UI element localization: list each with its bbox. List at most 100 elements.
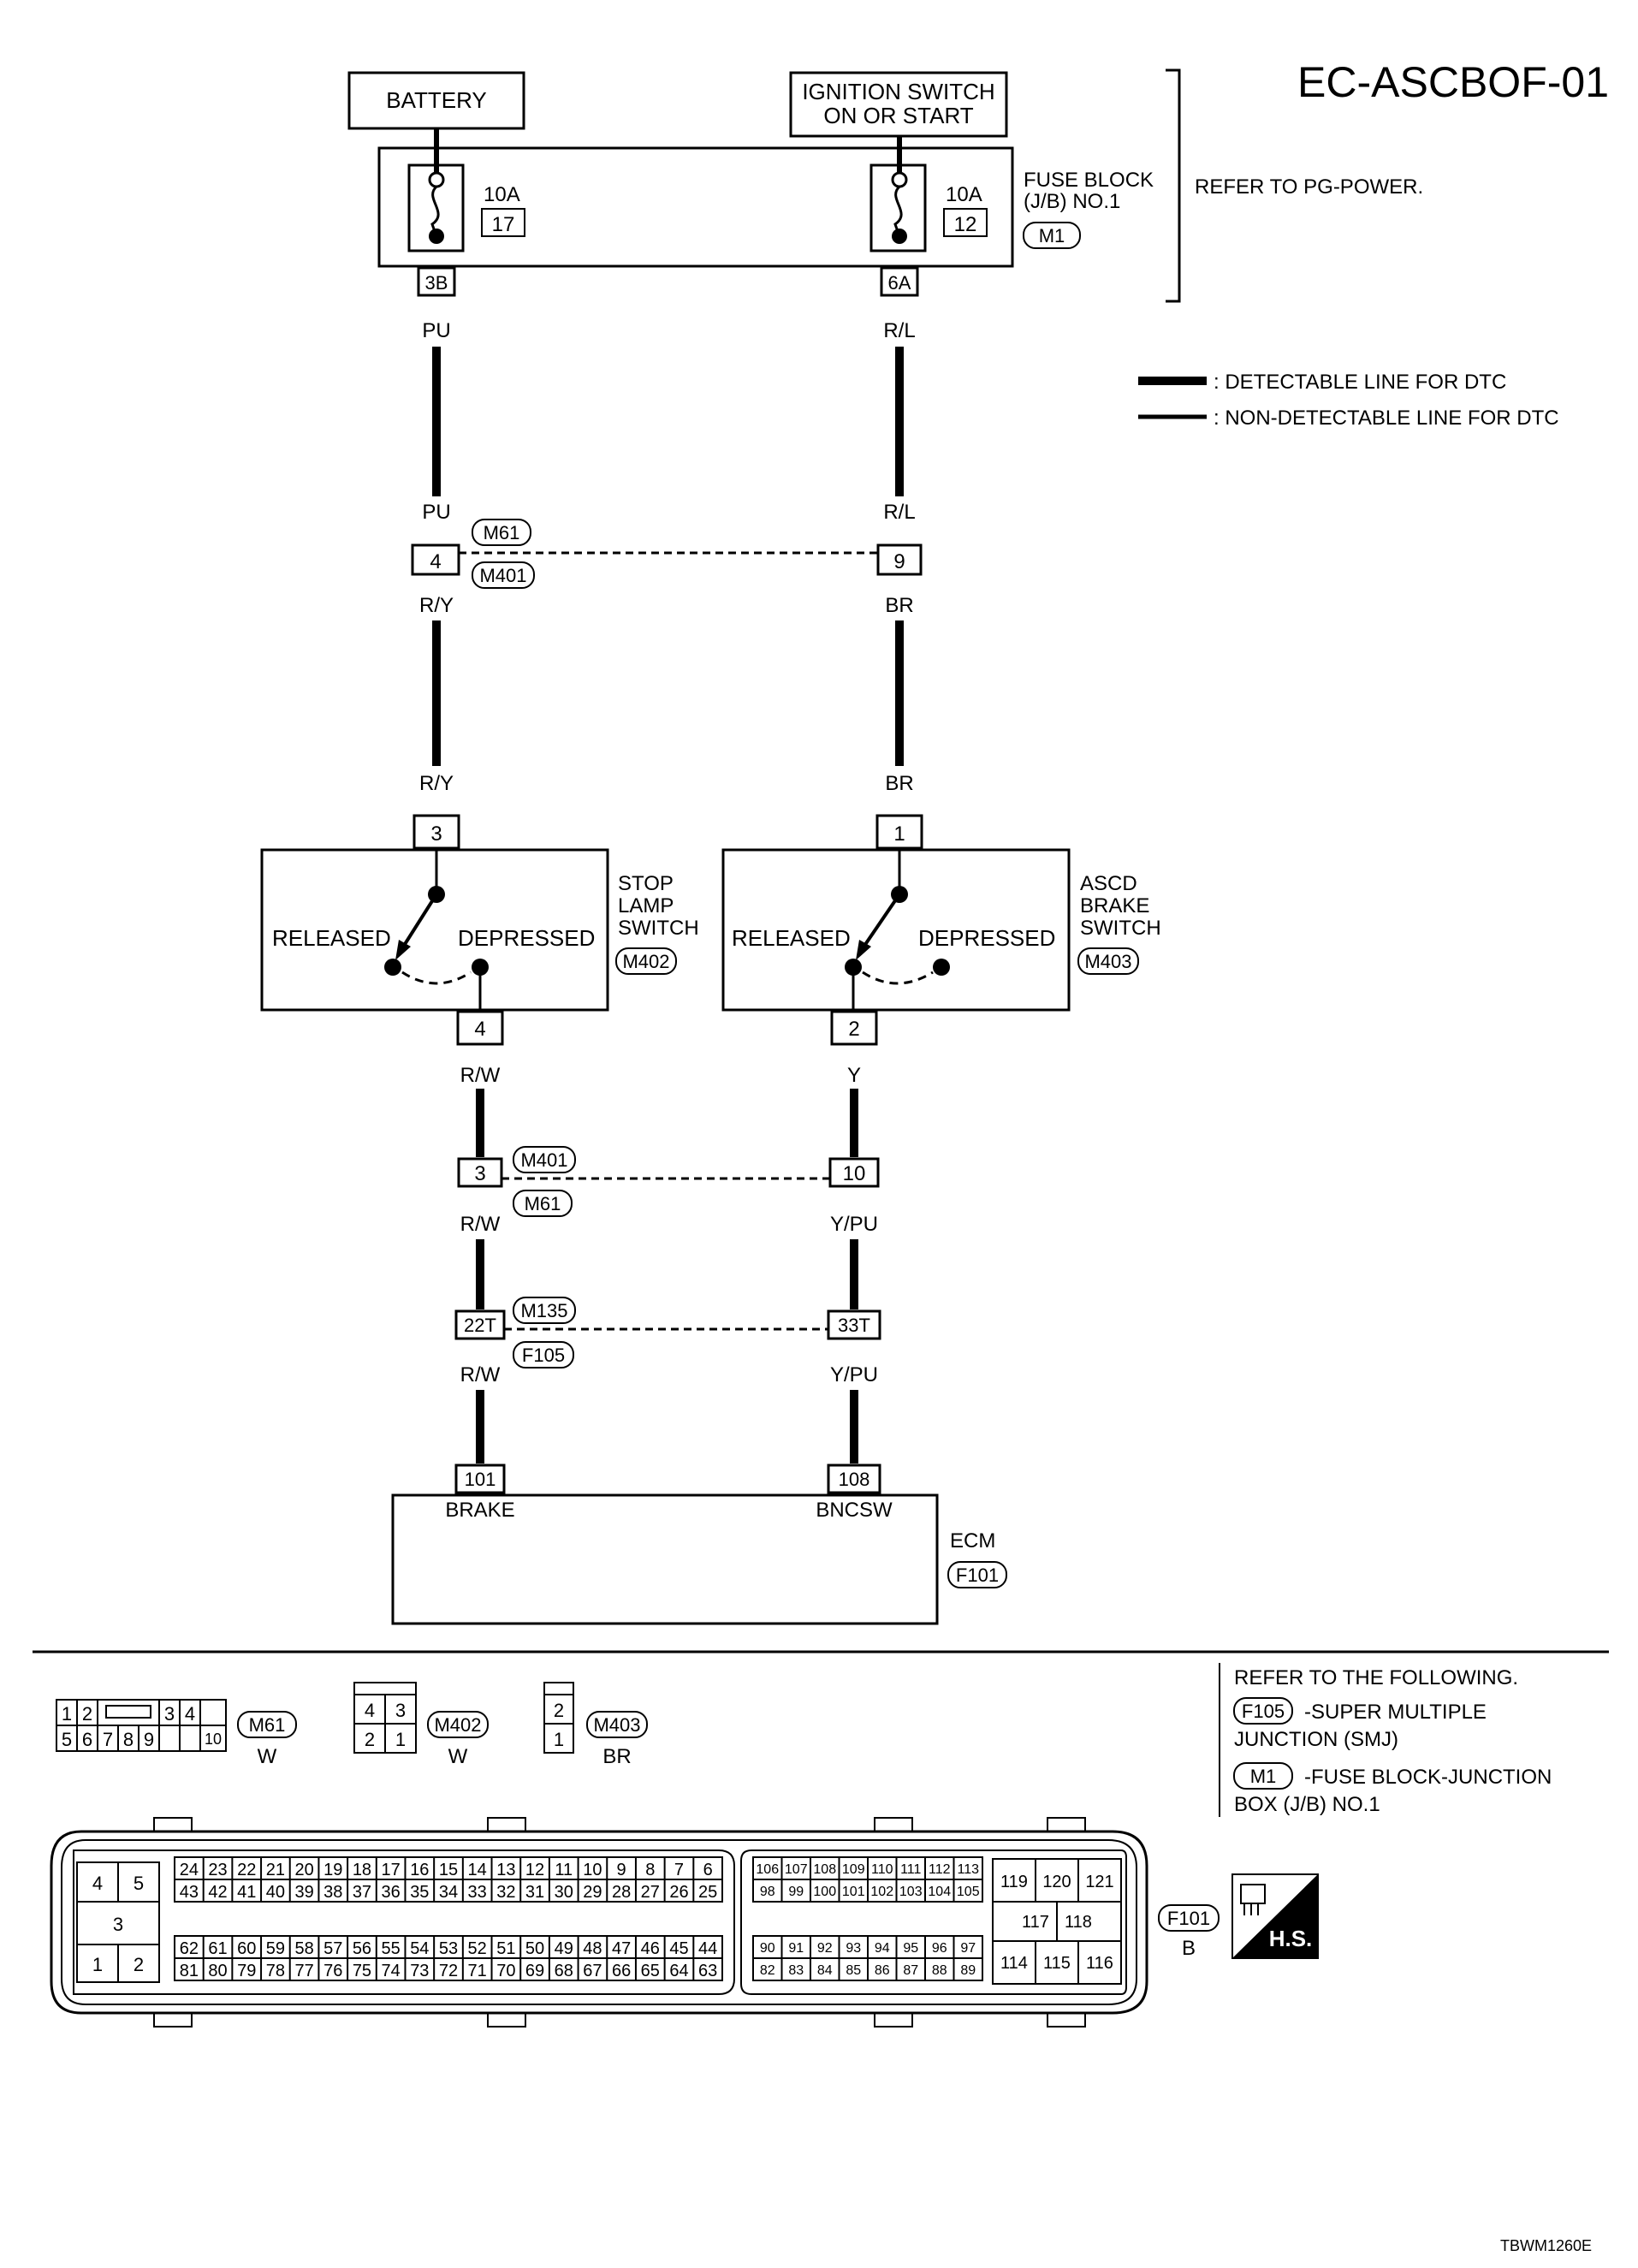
f101-pin: 92 (817, 1941, 833, 1956)
f101-pin: 18 (353, 1861, 371, 1879)
f101-pin: 77 (294, 1962, 313, 1980)
pin-3b: 3B (425, 272, 448, 294)
f101-pin: 64 (669, 1962, 688, 1980)
svg-text:121: 121 (1085, 1873, 1113, 1891)
wire-pu-top: PU (422, 319, 450, 342)
diagram-title: EC-ASCBOF-01 (1297, 58, 1609, 106)
f101-pin: 72 (439, 1962, 458, 1980)
refer-following: REFER TO THE FOLLOWING. (1234, 1666, 1518, 1689)
f101-pin: 60 (237, 1939, 256, 1958)
m403-pinout-tag: M403 (593, 1714, 640, 1736)
m402-pinout-tag: M402 (434, 1714, 481, 1736)
ecm-label: ECM (950, 1529, 995, 1553)
f101-pin: 40 (266, 1883, 285, 1902)
m403-color: BR (602, 1745, 631, 1768)
wire-br-top: BR (885, 594, 913, 617)
connector-m61-tag-2: M61 (525, 1193, 561, 1214)
f101-pin: 9 (617, 1861, 626, 1879)
fuse-block-box (377, 146, 1014, 268)
f101-pin: 27 (641, 1883, 660, 1902)
f101-pin: 28 (612, 1883, 631, 1902)
refer-m1-tag: M1 (1250, 1766, 1277, 1787)
f101-pin: 7 (674, 1861, 684, 1879)
f101-pin: 19 (323, 1861, 342, 1879)
svg-text:3: 3 (395, 1700, 406, 1721)
wire-pu-bottom: PU (422, 501, 450, 524)
refer-pg-power: REFER TO PG-POWER. (1195, 175, 1423, 199)
m402-pinout: 4 3 2 1 (353, 1682, 417, 1754)
connector-m61-tag-1: M61 (484, 522, 520, 543)
svg-text:114: 114 (1000, 1954, 1028, 1973)
f101-pin: 25 (698, 1883, 717, 1902)
f101-pin: 106 (756, 1862, 779, 1877)
wire-ry-top: R/Y (419, 594, 454, 617)
pin-2-ascd: 2 (848, 1018, 859, 1041)
stop-lamp-label-1: STOP (618, 872, 674, 895)
f101-pin: 101 (842, 1885, 865, 1899)
m402-color: W (448, 1745, 468, 1768)
f101-pin: 75 (353, 1962, 371, 1980)
svg-text:117: 117 (1022, 1913, 1049, 1932)
wire-ypu-2: Y/PU (830, 1363, 878, 1386)
pin-10-m401: 10 (843, 1162, 866, 1185)
f101-pin: 113 (957, 1862, 979, 1877)
f101-pin: 41 (237, 1883, 256, 1902)
f101-pin: 13 (496, 1861, 515, 1879)
ecm-box (391, 1493, 939, 1625)
m61-pinout-tag: M61 (249, 1714, 286, 1736)
wire-ry-bottom: R/Y (419, 772, 454, 795)
f101-pin: 89 (960, 1963, 976, 1978)
f101-pin: 69 (525, 1962, 544, 1980)
f101-pin: 93 (846, 1941, 861, 1956)
svg-text:1: 1 (395, 1729, 406, 1750)
svg-text:5: 5 (134, 1873, 144, 1894)
f101-pinout-tag: F101 (1167, 1908, 1210, 1929)
svg-text:1: 1 (554, 1729, 564, 1750)
f101-pin: 58 (294, 1939, 313, 1958)
pin-3-m401: 3 (474, 1162, 485, 1185)
connector-m401-tag-1: M401 (479, 565, 526, 586)
f101-pin: 14 (468, 1861, 487, 1879)
f101-pin: 47 (612, 1939, 631, 1958)
connector-m135-tag: M135 (520, 1300, 567, 1321)
f101-pin: 42 (208, 1883, 227, 1902)
legend-detectable: : DETECTABLE LINE FOR DTC (1214, 371, 1506, 394)
f101-pin: 46 (641, 1939, 660, 1958)
f101-pin: 84 (817, 1963, 833, 1978)
svg-text:3: 3 (164, 1703, 175, 1725)
f101-pin: 108 (813, 1862, 836, 1877)
pin-22t: 22T (464, 1315, 496, 1336)
svg-text:1: 1 (62, 1703, 72, 1725)
f101-pin: 16 (410, 1861, 429, 1879)
fuse-block-label-2: (J/B) NO.1 (1024, 190, 1120, 213)
legend-non-detectable: : NON-DETECTABLE LINE FOR DTC (1214, 407, 1559, 430)
ascd-label-2: BRAKE (1080, 894, 1149, 917)
f101-pin: 15 (439, 1861, 458, 1879)
f101-pin: 76 (323, 1962, 342, 1980)
fuse-left (407, 163, 465, 252)
connector-m403-tag: M403 (1084, 951, 1131, 972)
svg-text:120: 120 (1042, 1873, 1071, 1891)
f101-pin: 45 (669, 1939, 688, 1958)
svg-text:3: 3 (113, 1914, 123, 1935)
f101-pin: 52 (468, 1939, 487, 1958)
f101-pin: 105 (957, 1885, 980, 1899)
f101-pin: 71 (468, 1962, 487, 1980)
svg-text:2: 2 (134, 1954, 144, 1975)
wire-rw-1: R/W (460, 1064, 501, 1087)
ascd-depressed-label: DEPRESSED (918, 925, 1055, 951)
f101-pin: 100 (813, 1885, 836, 1899)
connector-m402-tag: M402 (622, 951, 669, 972)
svg-text:2: 2 (82, 1703, 92, 1725)
f101-pin: 95 (903, 1941, 918, 1956)
fuse-right-amp: 10A (946, 183, 982, 206)
ascd-label-3: SWITCH (1080, 917, 1161, 940)
svg-text:116: 116 (1086, 1954, 1113, 1973)
svg-text:9: 9 (144, 1729, 154, 1750)
f101-pin: 23 (208, 1861, 227, 1879)
ignition-label-2: ON OR START (823, 103, 973, 128)
f101-pin: 81 (180, 1962, 199, 1980)
refer-f105-desc-1: -SUPER MULTIPLE (1304, 1701, 1487, 1724)
wire-rw-2: R/W (460, 1213, 501, 1236)
